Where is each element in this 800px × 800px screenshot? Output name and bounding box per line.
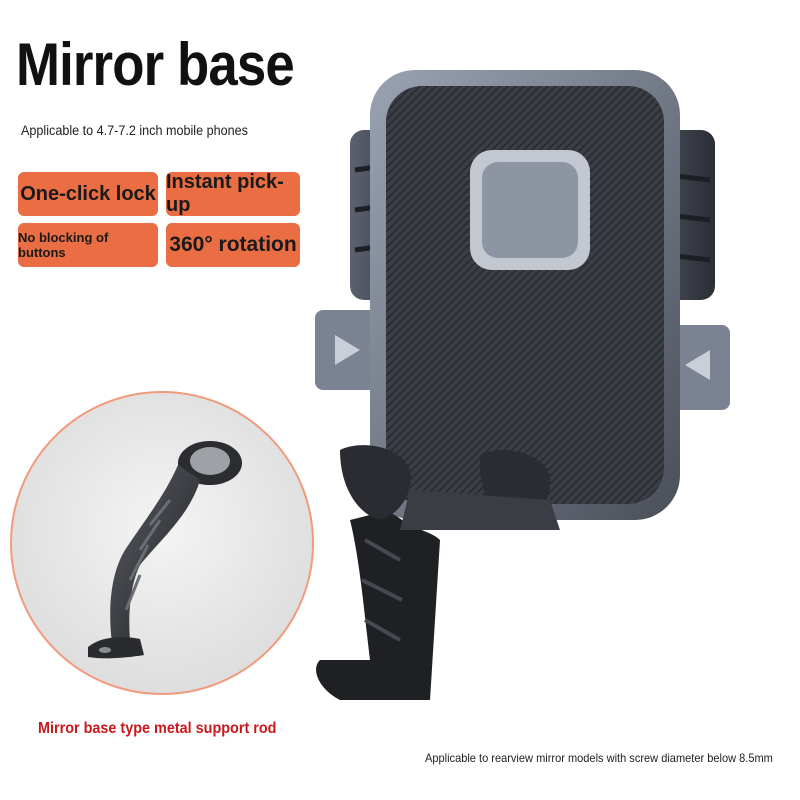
compatibility-subtitle: Applicable to 4.7-7.2 inch mobile phones (21, 122, 248, 138)
feature-badge-no-blocking: No blocking of buttons (18, 223, 158, 267)
phone-holder-image (315, 70, 730, 700)
compatibility-footnote: Applicable to rearview mirror models wit… (425, 751, 773, 765)
page-title: Mirror base (16, 31, 295, 98)
feature-badge-instant-pickup: Instant pick-up (166, 171, 300, 216)
feature-badge-one-click-lock: One-click lock (18, 172, 158, 216)
support-rod-image (88, 441, 242, 659)
support-rod-inset (10, 391, 314, 695)
inset-caption: Mirror base type metal support rod (38, 720, 277, 737)
feature-badge-rotation: 360° rotation (166, 223, 300, 267)
